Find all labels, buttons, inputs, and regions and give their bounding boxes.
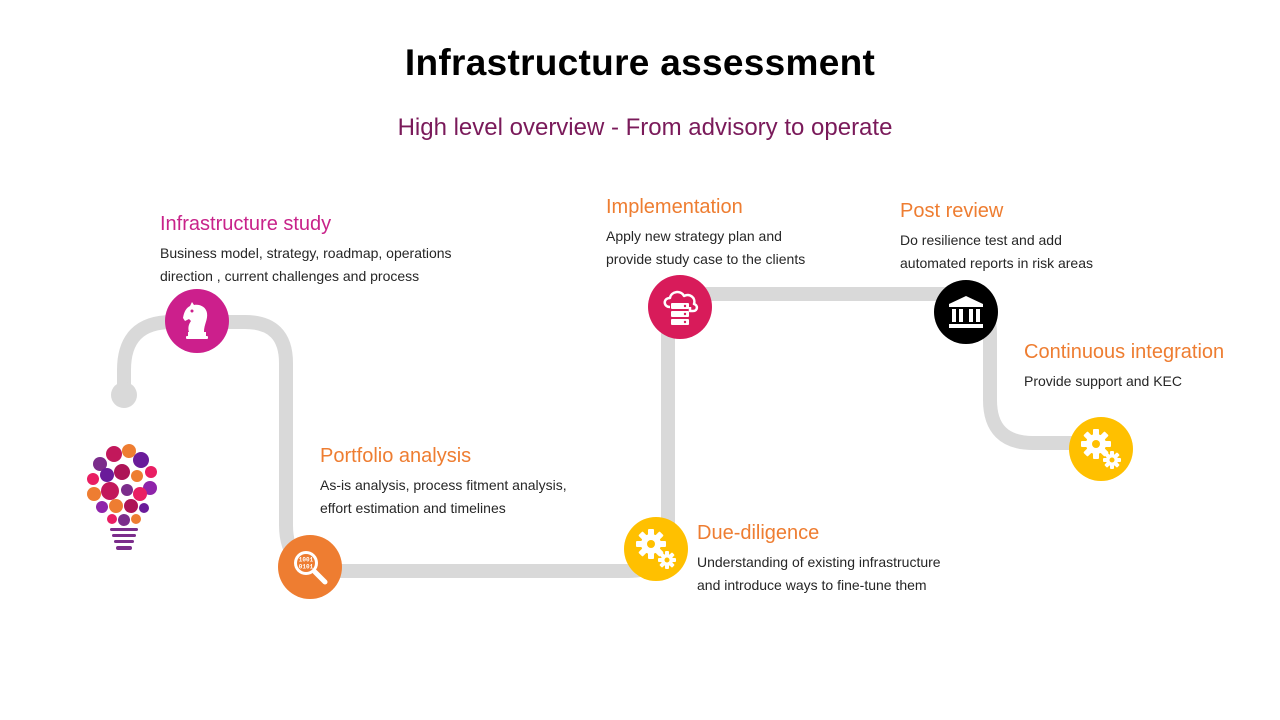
step-desc-line: provide study case to the clients (606, 251, 806, 267)
idea-lightbulb-icon (87, 444, 157, 550)
step-desc-implementation: Apply new strategy plan and provide stud… (606, 225, 805, 271)
step-title-continuous-integration: Continuous integration (1024, 341, 1225, 363)
step-node-infrastructure-study (165, 289, 229, 353)
step-node-due-diligence (624, 517, 688, 581)
step-desc-due-diligence: Understanding of existing infrastructure… (697, 551, 941, 597)
gears-icon (1081, 429, 1121, 469)
step-desc-line: direction , current challenges and proce… (160, 268, 420, 284)
gears-icon (636, 529, 676, 569)
svg-text:0101: 0101 (299, 564, 314, 571)
binary-search-icon: 1001 0101 (294, 551, 328, 585)
roadmap-start-dot (111, 382, 137, 408)
knight-chess-icon (183, 302, 208, 339)
step-title-due-diligence: Due-diligence (697, 522, 820, 544)
step-desc-line: As-is analysis, process fitment analysis… (320, 477, 567, 493)
page-subtitle: High level overview - From advisory to o… (397, 114, 893, 141)
svg-text:1001: 1001 (299, 557, 314, 564)
step-desc-line: Business model, strategy, roadmap, opera… (160, 245, 452, 261)
step-desc-post-review: Do resilience test and add automated rep… (900, 229, 1093, 275)
step-desc-line: automated reports in risk areas (900, 255, 1093, 271)
step-title-portfolio-analysis: Portfolio analysis (320, 445, 472, 467)
step-desc-portfolio-analysis: As-is analysis, process fitment analysis… (320, 474, 567, 520)
step-title-implementation: Implementation (606, 196, 743, 218)
step-node-portfolio-analysis: 1001 0101 (278, 535, 342, 599)
step-node-continuous-integration (1069, 417, 1133, 481)
step-title-post-review: Post review (900, 200, 1004, 222)
step-node-post-review (934, 280, 998, 344)
cloud-server-icon (663, 290, 699, 325)
step-desc-infrastructure-study: Business model, strategy, roadmap, opera… (160, 242, 452, 288)
step-desc-line: Understanding of existing infrastructure (697, 554, 941, 570)
step-desc-line: Do resilience test and add (900, 232, 1062, 248)
step-desc-line: Provide support and KEC (1024, 373, 1182, 389)
step-desc-continuous-integration: Provide support and KEC (1024, 370, 1182, 393)
step-desc-line: and introduce ways to fine-tune them (697, 577, 927, 593)
step-node-implementation (648, 275, 712, 339)
step-desc-line: effort estimation and timelines (320, 500, 506, 516)
step-title-infrastructure-study: Infrastructure study (160, 213, 332, 235)
step-desc-line: Apply new strategy plan and (606, 228, 782, 244)
bank-building-icon (949, 296, 983, 328)
page-title: Infrastructure assessment (404, 42, 876, 83)
